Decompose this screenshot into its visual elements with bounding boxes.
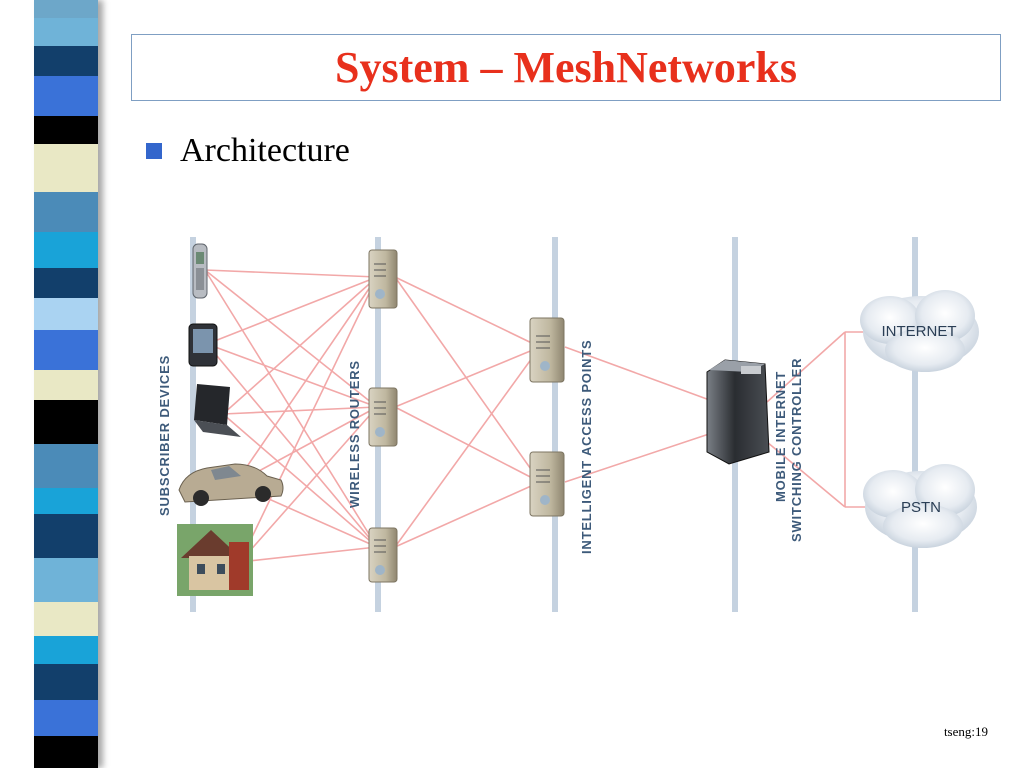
- wireless-router-icon: [368, 249, 398, 309]
- wireless-router-icon: [368, 387, 398, 447]
- internet-cloud-icon: [860, 290, 979, 372]
- mobile-phone-icon: [192, 243, 208, 299]
- pstn-cloud-icon: [863, 464, 977, 548]
- wireless-router-icon: [368, 527, 398, 583]
- bullet-square-icon: [146, 143, 162, 159]
- car-icon: [178, 463, 284, 506]
- pda-icon: [188, 323, 218, 367]
- label-controller-line1: MOBILE INTERNET: [773, 371, 788, 502]
- house-icon: [177, 524, 253, 596]
- label-controller-line2: SWITCHING CONTROLLER: [789, 358, 804, 542]
- bullet-text: Architecture: [180, 132, 350, 169]
- server-icon: [706, 359, 770, 465]
- mesh-network-diagram: INTERNET PSTN SUBSCRIBER DEVICES WIRELES…: [157, 237, 979, 612]
- label-intelligent-access-points: INTELLIGENT ACCESS POINTS: [579, 339, 594, 554]
- title-box: System – MeshNetworks: [131, 34, 1001, 101]
- slide-footer: tseng:19: [943, 724, 988, 739]
- label-subscriber-devices: SUBSCRIBER DEVICES: [157, 355, 172, 516]
- access-point-icon: [529, 317, 565, 383]
- bullet-item: Architecture: [146, 132, 350, 170]
- laptop-icon: [194, 384, 241, 437]
- decorative-stripe: [34, 0, 98, 768]
- label-wireless-routers: WIRELESS ROUTERS: [347, 360, 362, 508]
- internet-label: INTERNET: [882, 323, 957, 340]
- access-point-icon: [529, 451, 565, 517]
- mesh-links: [204, 269, 865, 563]
- slide-title: System – MeshNetworks: [335, 43, 797, 92]
- pstn-label: PSTN: [901, 499, 941, 516]
